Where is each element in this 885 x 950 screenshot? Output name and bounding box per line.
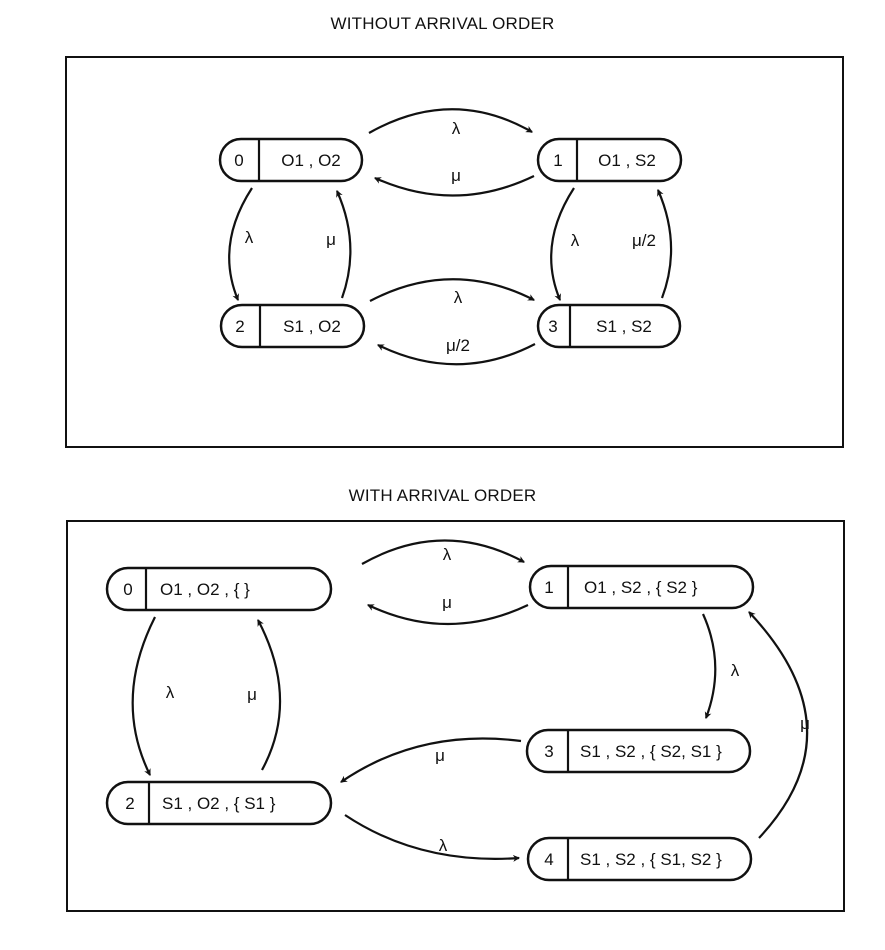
bottom-state-3: 3 S1 , S2 , { S2, S1 } — [525, 728, 752, 774]
top-edge-0-1-rate: λ — [452, 119, 461, 138]
top-edge-0-1 — [368, 108, 533, 134]
top-edge-1-3 — [550, 187, 575, 301]
top-state-1-id: 1 — [553, 151, 562, 170]
top-edge-3-1-rate: μ/2 — [632, 231, 656, 250]
bottom-edge-4-1-rate: μ — [800, 714, 810, 733]
top-state-0-label: O1 , O2 — [281, 151, 341, 170]
bottom-edge-1-0 — [367, 604, 529, 626]
bottom-edge-2-4 — [344, 814, 521, 862]
top-edge-0-2-rate: λ — [245, 228, 254, 247]
top-edge-3-2-rate: μ/2 — [446, 336, 470, 355]
bottom-edge-0-1 — [361, 539, 525, 565]
bottom-edge-2-0 — [257, 619, 282, 771]
top-state-0: 0 O1 , O2 — [218, 137, 364, 183]
top-state-2-id: 2 — [235, 317, 244, 336]
top-edge-1-0 — [374, 175, 535, 197]
top-diagram-title: WITHOUT ARRIVAL ORDER — [330, 14, 555, 33]
bottom-state-2-label: S1 , O2 , { S1 } — [162, 794, 276, 813]
bottom-diagram-title: WITH ARRIVAL ORDER — [348, 486, 537, 505]
top-edge-3-1 — [656, 189, 673, 299]
bottom-edge-0-2 — [131, 616, 156, 776]
bottom-state-4: 4 S1 , S2 , { S1, S2 } — [526, 836, 753, 882]
top-state-3-label: S1 , S2 — [596, 317, 652, 336]
top-state-0-id: 0 — [234, 151, 243, 170]
bottom-state-2: 2 S1 , O2 , { S1 } — [105, 780, 333, 826]
top-state-2: 2 S1 , O2 — [219, 303, 366, 349]
top-state-1: 1 O1 , S2 — [536, 137, 683, 183]
bottom-edge-1-3-rate: λ — [731, 661, 740, 680]
bottom-edge-4-1 — [748, 611, 809, 839]
top-edge-2-3-rate: λ — [454, 288, 463, 307]
bottom-edge-0-2-rate: λ — [166, 683, 175, 702]
bottom-state-1-id: 1 — [544, 578, 553, 597]
bottom-state-0-id: 0 — [123, 580, 132, 599]
bottom-state-1-label: O1 , S2 , { S2 } — [584, 578, 698, 597]
bottom-edge-0-1-rate: λ — [443, 545, 452, 564]
bottom-edge-3-2 — [340, 737, 522, 783]
bottom-diagram-frame — [66, 520, 845, 912]
bottom-state-1: 1 O1 , S2 , { S2 } — [528, 564, 755, 610]
top-edge-1-3-rate: λ — [571, 231, 580, 250]
top-edge-0-2 — [228, 187, 253, 301]
top-edge-1-0-rate: μ — [451, 166, 461, 185]
top-state-1-label: O1 , S2 — [598, 151, 656, 170]
top-edge-3-2 — [377, 343, 536, 366]
top-edge-2-0-rate: μ — [326, 230, 336, 249]
top-edge-2-3 — [369, 278, 535, 302]
bottom-edge-1-3 — [701, 613, 717, 719]
bottom-state-0-label: O1 , O2 , { } — [160, 580, 250, 599]
bottom-edge-2-0-rate: μ — [247, 685, 257, 704]
bottom-state-0: 0 O1 , O2 , { } — [105, 566, 333, 612]
bottom-state-2-id: 2 — [125, 794, 134, 813]
bottom-edge-1-0-rate: μ — [442, 593, 452, 612]
bottom-state-3-label: S1 , S2 , { S2, S1 } — [580, 742, 722, 761]
top-edge-2-0 — [335, 190, 352, 299]
top-state-3-id: 3 — [548, 317, 557, 336]
bottom-state-3-id: 3 — [544, 742, 553, 761]
top-state-3: 3 S1 , S2 — [536, 303, 682, 349]
bottom-state-4-label: S1 , S2 , { S1, S2 } — [580, 850, 722, 869]
top-diagram-frame — [65, 56, 844, 448]
bottom-edge-3-2-rate: μ — [435, 746, 445, 765]
top-state-2-label: S1 , O2 — [283, 317, 341, 336]
bottom-state-4-id: 4 — [544, 850, 553, 869]
bottom-edge-2-4-rate: λ — [439, 836, 448, 855]
